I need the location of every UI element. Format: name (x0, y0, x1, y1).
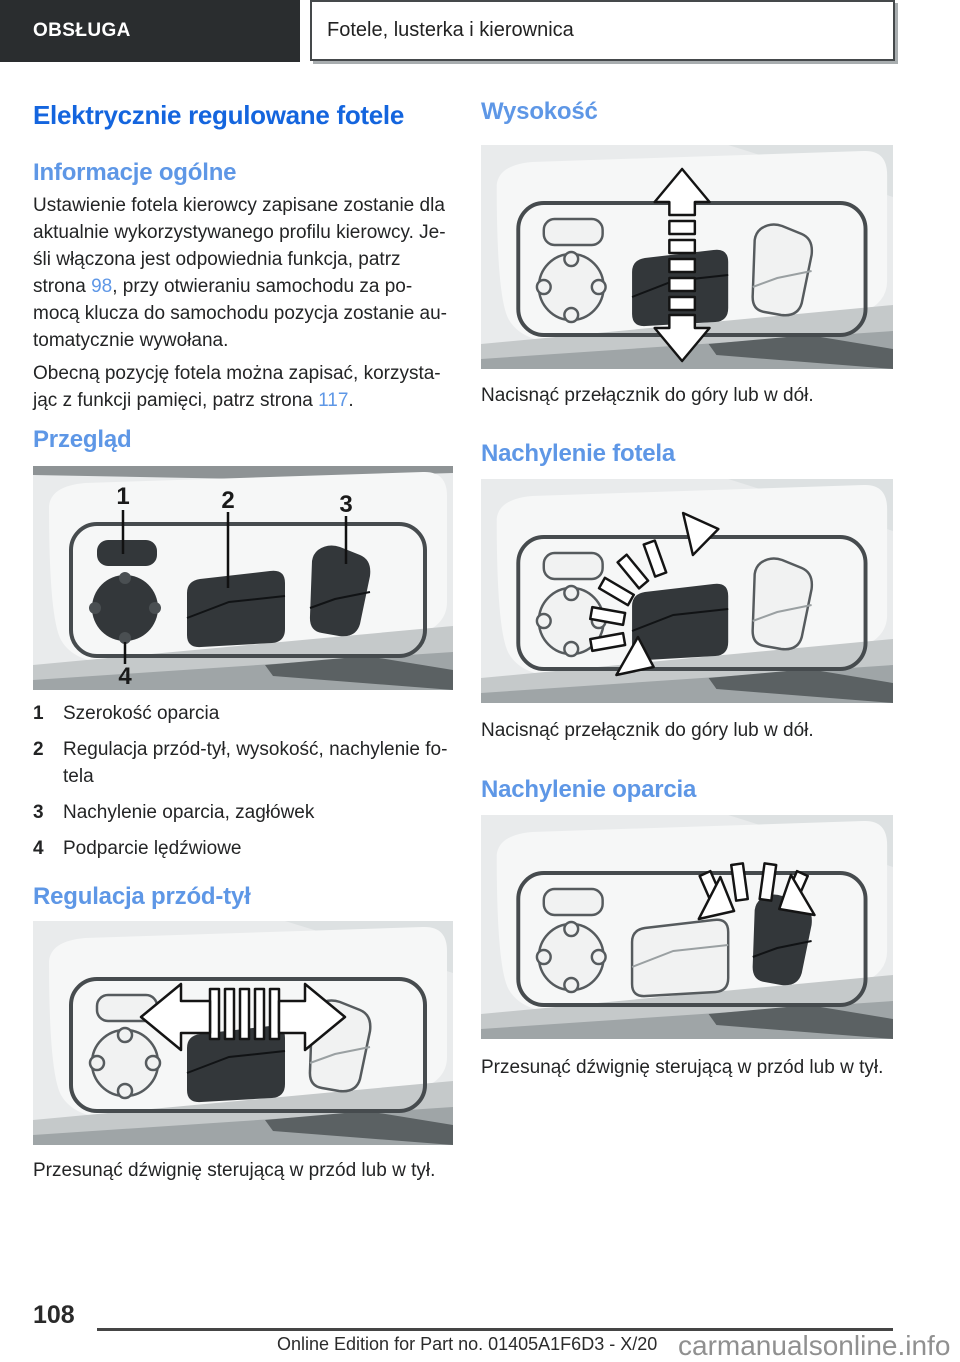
watermark: carmanualsonline.info (678, 1330, 951, 1361)
legend-number: 1 (33, 703, 44, 724)
text-line: aktualnie wykorzystywanego profilu kiero… (33, 222, 446, 243)
caption-backrest-tilt: Przesunąć dźwignię sterującą w przód lub… (481, 1057, 884, 1078)
page-title: Elektrycznie regulowane fotele (33, 100, 405, 130)
text-line: tela (63, 766, 94, 787)
fore-aft-image (33, 921, 453, 1145)
section-tab-label: OBSŁUGA (33, 20, 131, 41)
seat-switch (632, 583, 729, 661)
heading-overview: Przegląd (33, 426, 132, 453)
text-line: Obecną pozycję fotela można zapisać, kor… (33, 363, 441, 384)
fore-aft-arrow-icon (139, 982, 347, 1052)
edition-note: Online Edition for Part no. 01405A1F6D3 … (277, 1334, 658, 1354)
figure-overview-illustration: 1 2 3 4 (33, 466, 453, 695)
paragraph-general-2: Obecną pozycję fotela można zapisać, kor… (33, 360, 457, 414)
heading-general-info: Informacje ogólne (33, 159, 237, 186)
heading-fore-aft: Regulacja przód-tył (33, 883, 251, 910)
legend-item-4: 4 Podparcie lędźwiowe (33, 835, 457, 862)
page-ref-link-117[interactable]: 117 (318, 390, 349, 411)
backrest-switch (751, 223, 814, 317)
section-tab: OBSŁUGA (0, 0, 300, 62)
legend-number: 2 (33, 739, 44, 760)
backrest-switch (751, 557, 814, 651)
caption-fore-aft: Przesunąć dźwignię sterującą w przód lub… (33, 1160, 436, 1181)
caption-seat-tilt: Nacisnąć przełącznik do góry lub w dół. (481, 720, 814, 741)
figure-seat-tilt-illustration (481, 479, 893, 708)
height-image (481, 145, 893, 369)
callout-number-1: 1 (116, 483, 129, 510)
legend-item-2: 2 Regulacja przód-tył, wysokość, nachyle… (33, 736, 457, 790)
backrest-tilt-image (481, 815, 893, 1039)
legend-number: 3 (33, 802, 44, 823)
text-fragment: strona (33, 276, 92, 297)
legend-number: 4 (33, 838, 44, 859)
backrest-switch (309, 545, 371, 637)
tilt-arc-arrow-icon (589, 511, 720, 677)
text-line: strona 98, przy otwieraniu samochodu za … (33, 273, 457, 300)
callout-number-4: 4 (118, 663, 132, 690)
control-cluster-outline (69, 522, 427, 658)
chapter-title-box: Fotele, lusterka i kierownica (310, 0, 895, 61)
heading-height: Wysokość (481, 98, 598, 125)
legend-item-1: 1 Szerokość oparcia (33, 700, 457, 727)
legend-text: Podparcie lędźwiowe (63, 838, 242, 859)
legend-item-3: 3 Nachylenie oparcia, zagłówek (33, 799, 457, 826)
figure-fore-aft-illustration (33, 921, 453, 1150)
text-line: Ustawienie fotela kierowcy zapisane zost… (33, 195, 445, 216)
chapter-title: Fotele, lusterka i kierownica (327, 19, 574, 41)
text-line: mocą klucza do samochodu pozycja zostani… (33, 303, 448, 324)
heading-backrest-tilt: Nachylenie oparcia (481, 776, 697, 803)
backrest-switch (752, 894, 812, 986)
figure-height-illustration (481, 145, 893, 374)
lumbar-knob (92, 575, 158, 641)
footer-page-number: 108 (33, 1301, 75, 1329)
seat-switch (187, 1025, 285, 1103)
backrest-width-button (97, 540, 157, 566)
backrest-arc-arrow-icon (697, 862, 816, 921)
footer-rule (97, 1328, 893, 1331)
up-down-arrow-icon (653, 167, 711, 363)
seat-switch (630, 918, 730, 998)
heading-seat-tilt: Nachylenie fotela (481, 440, 676, 467)
legend-text: Szerokość oparcia (63, 703, 220, 724)
paragraph-general-1: Ustawienie fotela kierowcy zapisane zost… (33, 192, 457, 354)
text-line: Regulacja przód-tył, wysokość, nachyleni… (63, 739, 448, 760)
seat-controls-overview-image: 1 2 3 4 (33, 466, 453, 690)
text-line: śli włączona jest odpowiednia funkcja, p… (33, 249, 401, 270)
seat-switch (187, 570, 285, 648)
figure-backrest-tilt-illustration (481, 815, 893, 1044)
text-fragment: jąc z funkcji pamięci, patrz strona (33, 390, 319, 411)
caption-height: Nacisnąć przełącznik do góry lub w dół. (481, 385, 814, 406)
legend-text: Regulacja przód-tył, wysokość, nachyleni… (63, 736, 447, 790)
callout-number-3: 3 (339, 491, 352, 518)
page-ref-link-98[interactable]: 98 (91, 276, 113, 297)
text-line: jąc z funkcji pamięci, patrz strona 117. (33, 387, 457, 414)
legend-text: Nachylenie oparcia, zagłówek (63, 802, 315, 823)
legend-list: 1 Szerokość oparcia 2 Regulacja przód-ty… (33, 700, 457, 862)
text-fragment: . (348, 390, 354, 411)
text-fragment: , przy otwieraniu samochodu za po- (112, 276, 413, 297)
text-line: tomatycznie wywołana. (33, 330, 229, 351)
seat-tilt-image (481, 479, 893, 703)
callout-number-2: 2 (221, 487, 234, 514)
